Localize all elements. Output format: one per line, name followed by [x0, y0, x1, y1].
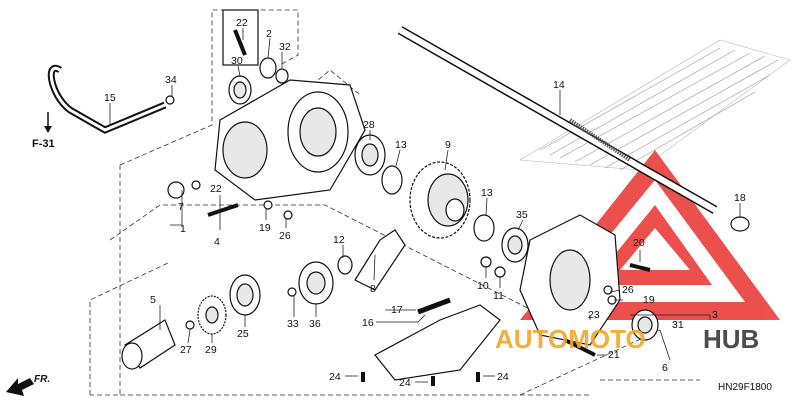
- callout-1: 1: [180, 223, 186, 235]
- callout-26: 26: [622, 284, 634, 296]
- callout-24: 24: [329, 371, 341, 383]
- collar-12: [337, 255, 353, 275]
- leader-lines: [109, 28, 741, 383]
- callout-7: 7: [178, 201, 184, 213]
- callout-18: 18: [734, 192, 746, 204]
- callout-27: 27: [180, 344, 192, 356]
- callout-11: 11: [493, 290, 504, 302]
- callout-12: 12: [333, 234, 345, 246]
- brand-part2: HUB: [703, 324, 759, 354]
- callout-19: 19: [643, 294, 655, 306]
- callout-21: 21: [608, 349, 620, 361]
- callout-23: 23: [588, 309, 600, 321]
- callout-19: 19: [259, 222, 271, 234]
- bearing-25: [229, 274, 261, 316]
- callout-29: 29: [205, 344, 217, 356]
- callout-10: 10: [477, 280, 489, 292]
- gear-case-cover-3: [519, 214, 621, 346]
- oil-seal-31: [631, 309, 659, 341]
- stud-bolt: [233, 29, 247, 56]
- diagram-code: HN29F1800: [718, 382, 772, 393]
- tube-17: [417, 297, 451, 315]
- callout-13: 13: [481, 187, 493, 199]
- front-arrow-icon: FR.: [6, 374, 50, 396]
- callout-33: 33: [287, 318, 299, 330]
- callout-31: 31: [672, 319, 684, 331]
- bearing-36: [298, 261, 334, 305]
- callout-36: 36: [309, 318, 321, 330]
- brand-watermark: AUTOMOTO HUB: [495, 324, 759, 354]
- callout-34: 34: [165, 74, 177, 86]
- callout-26: 26: [279, 230, 291, 242]
- callout-17: 17: [391, 304, 403, 316]
- callout-24: 24: [399, 377, 411, 389]
- bearing-35: [501, 227, 529, 263]
- guard-16: [374, 304, 501, 381]
- oil-seal-30: [228, 75, 252, 105]
- callout-20: 20: [633, 237, 645, 249]
- callout-22: 22: [210, 183, 222, 195]
- front-direction-label: FR.: [34, 374, 50, 385]
- callout-13: 13: [395, 139, 407, 151]
- rear-axle-14: [397, 26, 718, 214]
- brand-part1: AUTOMOTO: [495, 324, 646, 354]
- pinion-gear-8: [354, 229, 406, 291]
- callout-35: 35: [516, 209, 528, 221]
- callout-3: 3: [712, 309, 718, 321]
- coupler-29: [197, 295, 227, 335]
- callout-22: 22: [236, 17, 248, 29]
- callout-28: 28: [363, 119, 375, 131]
- bolts: [165, 95, 651, 386]
- callout-2: 2: [266, 28, 272, 40]
- bearing-2: [259, 57, 289, 84]
- callout-5: 5: [150, 294, 156, 306]
- callout-15: 15: [104, 92, 116, 104]
- bracket-22-23-box: [222, 9, 259, 66]
- f31-label: F-31: [32, 138, 55, 150]
- callout-9: 9: [445, 139, 451, 151]
- callout-32: 32: [279, 41, 291, 53]
- breather-hose: [47, 64, 167, 134]
- washer-18: [730, 216, 750, 232]
- callout-14: 14: [553, 79, 565, 91]
- boot-5: [121, 319, 176, 370]
- shim-13a: [381, 165, 403, 195]
- ring-gear-9: [409, 161, 471, 239]
- final-gear-case: [214, 79, 366, 201]
- shim-13b: [473, 214, 495, 242]
- bearing-28: [354, 134, 386, 176]
- callout-16: 16: [362, 317, 374, 329]
- callout-25: 25: [237, 328, 249, 340]
- callout-24: 24: [497, 371, 509, 383]
- callout-30: 30: [231, 55, 243, 67]
- callout-labels: 22 2 32 30 34 15 28 13 9 13 35 14 18 22 …: [104, 17, 746, 389]
- f31-reference: F-31: [32, 112, 55, 150]
- callout-6: 6: [662, 362, 668, 374]
- callout-8: 8: [370, 283, 376, 295]
- callout-4: 4: [214, 236, 220, 248]
